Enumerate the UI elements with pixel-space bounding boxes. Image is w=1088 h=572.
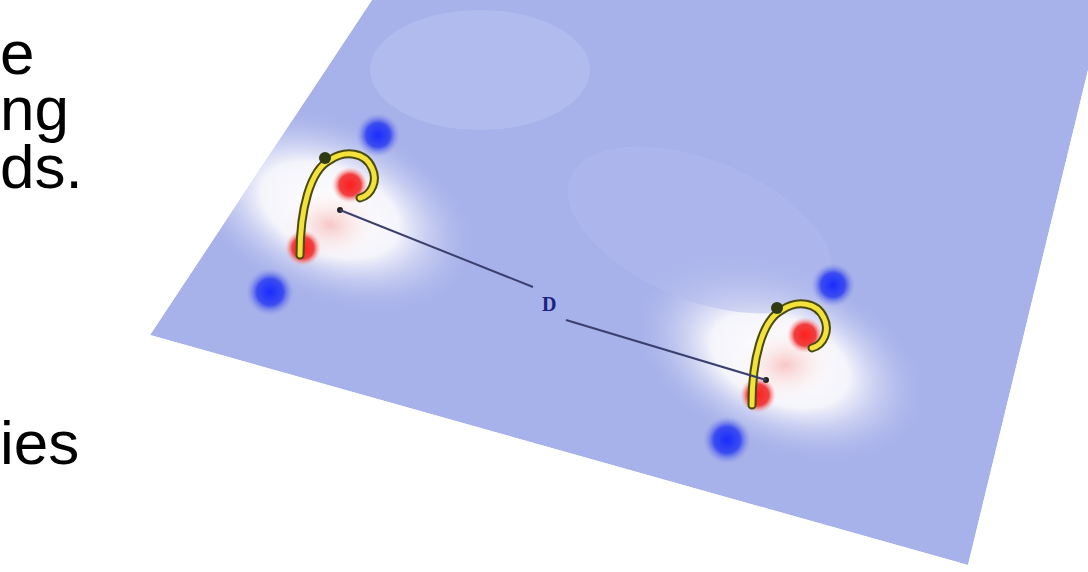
distance-line (340, 210, 533, 287)
split-ring-right (752, 302, 826, 405)
dimension-label: D (540, 294, 558, 314)
split-ring-left (300, 152, 374, 255)
distance-line (566, 320, 766, 380)
slide-text: ds. (0, 136, 83, 198)
slide-text: ies (0, 412, 79, 474)
field-plane (146, 0, 1088, 565)
slide-text: ng (0, 78, 69, 140)
slide-text: e (0, 22, 34, 84)
